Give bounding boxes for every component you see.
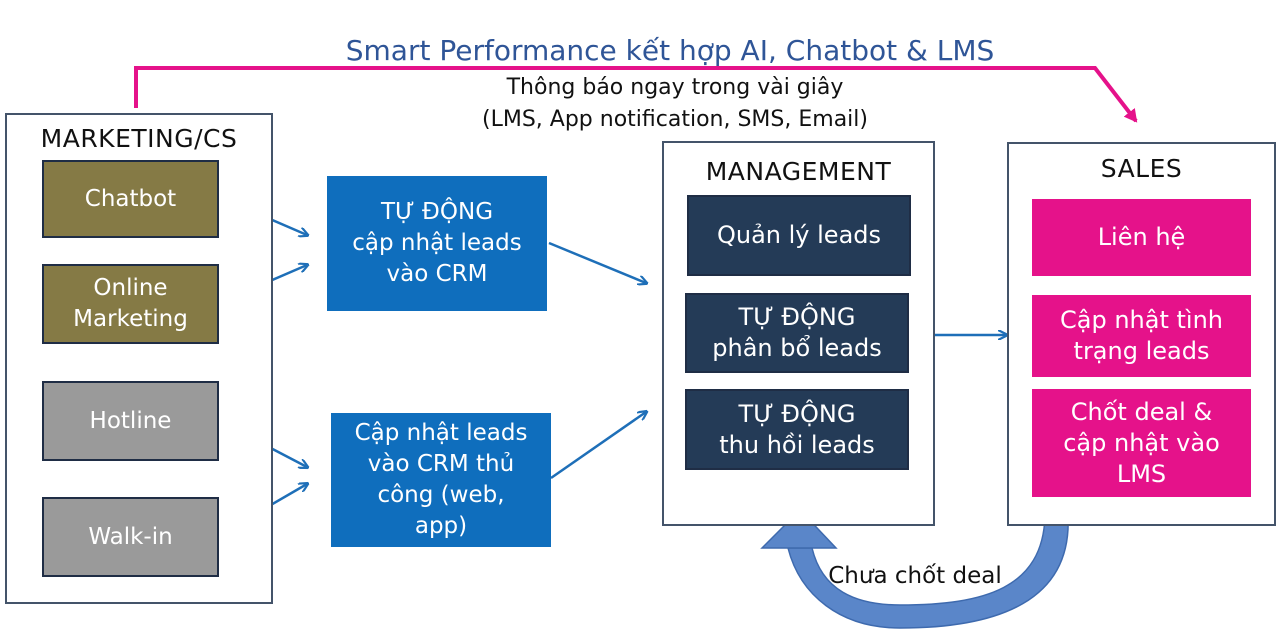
not-closed-loop-arrow <box>760 508 1069 629</box>
close-deal-box: Chốt deal & cập nhật vào LMS <box>1032 389 1251 497</box>
notification-text: Thông báo ngay trong vài giây <box>506 75 844 100</box>
marketing-title: MARKETING/CS <box>40 124 238 153</box>
online-marketing-box: Online Marketing <box>42 264 219 344</box>
notification-path-arrow <box>134 66 1138 123</box>
sales-title: SALES <box>1100 154 1183 183</box>
chatbot-box: Chatbot <box>42 160 219 238</box>
auto-crm-update-box: TỰ ĐỘNG cập nhật leads vào CRM <box>327 176 547 311</box>
notification-channels: (LMS, App notification, SMS, Email) <box>482 107 868 132</box>
contact-box: Liên hệ <box>1032 199 1251 276</box>
manual-crm-update-box: Cập nhật leads vào CRM thủ công (web, ap… <box>331 413 551 547</box>
auto-recall-leads-box: TỰ ĐỘNG thu hồi leads <box>685 389 909 470</box>
manage-leads-box: Quản lý leads <box>687 195 911 276</box>
diagram-title: Smart Performance kết hợp AI, Chatbot & … <box>345 34 995 67</box>
walk-in-box: Walk-in <box>42 497 219 577</box>
management-title: MANAGEMENT <box>705 157 892 186</box>
auto-assign-leads-box: TỰ ĐỘNG phân bổ leads <box>685 293 909 373</box>
auto-to-management-arrow <box>548 241 646 283</box>
manual-to-management-arrow <box>550 412 646 480</box>
not-closed-deal-label: Chưa chốt deal <box>828 563 1002 589</box>
update-lead-status-box: Cập nhật tình trạng leads <box>1032 295 1251 377</box>
hotline-box: Hotline <box>42 381 219 461</box>
